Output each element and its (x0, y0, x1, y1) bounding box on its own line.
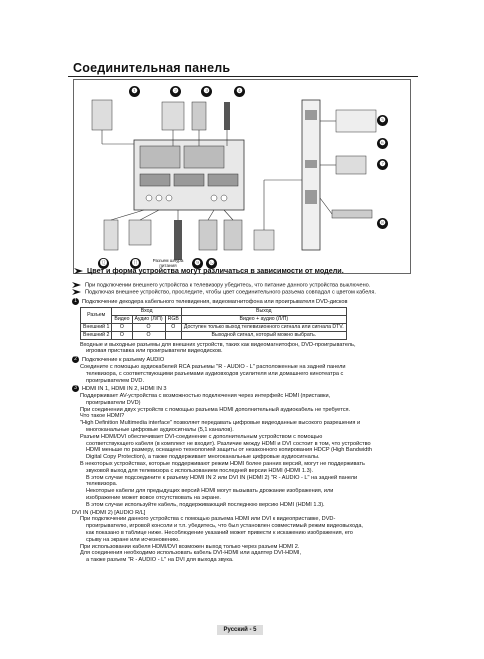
section-3-line: HDMI меньше по размеру, оснащено техноло… (86, 447, 373, 454)
section-3-line: "High Definition Multimedia interface" п… (80, 420, 361, 427)
marker-3: ❸ (201, 86, 212, 97)
intro-line-2: Подключая внешнее устройство, проследите… (72, 289, 417, 296)
section-3-heading-text: HDMI IN 1, HDMI IN 2, HDMI IN 3 (82, 386, 167, 393)
page-body: При подключении внешнего устройства к те… (72, 282, 417, 564)
table-head-output: Выход (180, 307, 347, 317)
section-3-line: В некоторых устройствах, которые поддерж… (80, 461, 365, 468)
table-cell: O (111, 330, 133, 340)
marker-8: ❽ (377, 218, 388, 229)
marker-10: ❿ (206, 258, 217, 269)
table-cell: O (164, 322, 182, 332)
section-3-line: При соединении двух устройств с помощью … (80, 406, 351, 413)
intro-line-2-text: Подключая внешнее устройство, проследите… (85, 289, 376, 296)
page-number-footer: Русский - 5 (217, 625, 263, 635)
section-2-heading-text: Подключение к разъему AUDIO (82, 357, 165, 364)
section-3-line: Разъем HDMI/DVI обеспечивает DVI-соедине… (80, 433, 323, 440)
table-cell: Выходной сигнал, который можно выбрать. (180, 330, 347, 340)
section-3-line: В этом случае используйте кабель, поддер… (86, 501, 325, 508)
marker-5: ❺ (377, 115, 388, 126)
marker-6: ❻ (377, 138, 388, 149)
section-4-line: проигрывателю, игровой консоли и т.п. уб… (86, 523, 363, 530)
section-3-line: соответствующего кабеля (в комплект не в… (86, 440, 371, 447)
table-cell: O (131, 330, 166, 340)
table-cell (164, 330, 182, 340)
arrow-icon (72, 282, 81, 288)
table-cell: Внешний 2 (79, 330, 113, 340)
section-4-heading: DVI IN (HDMI 2) [AUDIO R/L] (72, 509, 146, 516)
section-1-heading-text: Подключение декодера кабельного телевиде… (82, 298, 348, 305)
panel-illustration (91, 99, 377, 260)
section-4-line: При подключении данного устройства с пом… (80, 516, 336, 523)
table-cell: O (131, 322, 166, 332)
marker-4: ❹ (234, 86, 245, 97)
section-2-line: проигрывателем DVD. (86, 377, 145, 384)
section-4-line: При использовании кабеля HDMI/DVI возмож… (80, 543, 300, 550)
marker-12: ⓬ (98, 258, 109, 269)
section-3-line: Что такое HDMI? (80, 413, 125, 420)
table-sub-rgb: RGB (164, 315, 182, 324)
connection-panel-diagram: ❶ ❷ ❸ ❹ ❺ ❻ ❼ ❽ ❾ ❿ ⓫ ⓬ Разъем шнура пит… (73, 79, 411, 274)
section-4-line: как показано в таблице ниже. Несоблюдени… (86, 530, 353, 537)
title-divider (68, 76, 418, 77)
table-cell: Внешний 1 (79, 322, 113, 332)
section-3-line: звуковой выход для телевизора с использо… (86, 467, 314, 474)
section-3-line: проигрыватели DVD) (86, 399, 141, 406)
section-1-note-2: игровая приставка или проигрыватели виде… (86, 348, 223, 355)
marker-1: ❶ (129, 86, 140, 97)
table-row: Внешний 1 O O O Доступен только выход те… (79, 322, 347, 332)
section-3-number: 3 (72, 385, 79, 393)
intro-line-1: При подключении внешнего устройства к те… (72, 282, 417, 289)
section-1-note-1: Входные и выходные разъемы для внешних у… (80, 341, 356, 348)
marker-11: ⓫ (130, 258, 141, 269)
table-sub-video: Видео (111, 315, 133, 324)
section-3-line: многоканальные цифровые аудиосигналы (5,… (86, 427, 234, 434)
marker-7: ❼ (377, 159, 388, 170)
scart-table: Разъем Вход Выход Видео Аудио (Л/П) RGB … (79, 307, 347, 340)
table-cell: Доступен только выход телевизионного сиг… (180, 322, 347, 332)
table-sub-audio: Аудио (Л/П) (131, 315, 166, 324)
table-row: Внешний 2 O O Выходной сигнал, который м… (79, 330, 347, 340)
section-4-line: а также разъем "R - AUDIO - L" на DVI дл… (86, 557, 234, 564)
section-3-line: В этом случае подсоедините к разъему HDM… (86, 474, 358, 481)
section-1-number: 1 (72, 297, 79, 305)
section-3-line: Digital Copy Protection), а также поддер… (86, 454, 320, 461)
table-head-input: Вход (111, 307, 182, 317)
section-3-line: изображение может вовсе отсутствовать на… (86, 495, 221, 502)
diagram-note: Цвет и форма устройства могут различатьс… (74, 266, 344, 275)
section-2-line: телевизора, с соответствующими разъемами… (86, 370, 344, 377)
section-3-line: Поддерживает AV-устройства с возможность… (80, 393, 331, 400)
page-title: Соединительная панель (73, 61, 231, 75)
arrow-icon (72, 289, 81, 296)
section-4-line: срыву на экране или исчезновению. (86, 536, 180, 543)
section-4-line: Для соединения необходимо использовать к… (80, 550, 301, 557)
table-head-connector: Разъем (79, 307, 113, 324)
diagram-note-text: Цвет и форма устройства могут различатьс… (87, 266, 344, 275)
note-arrow-icon (74, 268, 83, 275)
section-3-line: Некоторые кабели для предыдущих версий H… (86, 488, 334, 495)
marker-9: ❾ (192, 258, 203, 269)
intro-line-1-text: При подключении внешнего устройства к те… (85, 282, 371, 289)
table-sub-output: Видео + аудио (Л/П) (180, 315, 347, 324)
section-2-number: 2 (72, 356, 79, 364)
marker-2: ❷ (170, 86, 181, 97)
table-cell: O (111, 322, 133, 332)
section-2-line: Соедините с помощью аудиокабелей RCA раз… (80, 363, 346, 370)
power-cord-label: Разъем шнура питания (152, 258, 184, 268)
section-3-line: телевизора. (86, 481, 118, 488)
